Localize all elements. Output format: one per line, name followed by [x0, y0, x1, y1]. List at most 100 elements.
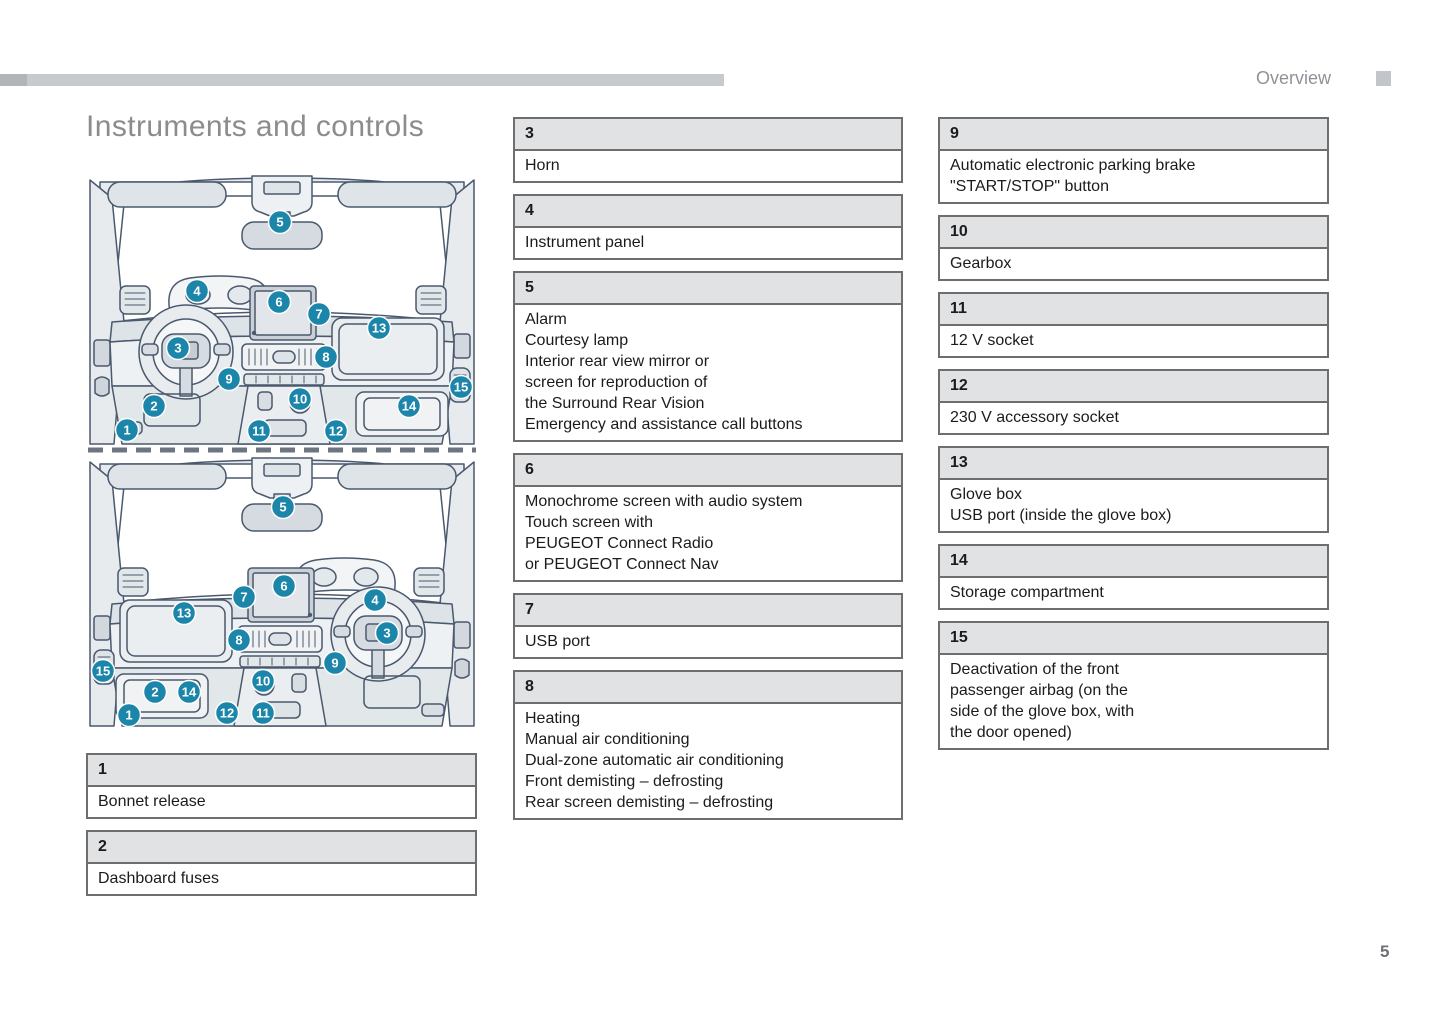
diagram-marker-4: 4 [184, 278, 210, 304]
dashboard-diagram-svg: 1234567891011121314155674313891015214112… [88, 175, 476, 728]
legend-item-line: Dashboard fuses [98, 870, 219, 887]
svg-text:8: 8 [235, 633, 242, 648]
legend-item-description: Horn [513, 151, 903, 183]
legend-item-description: Dashboard fuses [86, 864, 477, 896]
diagram-marker-12: 12 [214, 700, 240, 726]
legend-item-description: Instrument panel [513, 228, 903, 260]
diagram-marker-14: 14 [176, 679, 202, 705]
svg-text:14: 14 [402, 399, 417, 414]
diagram-marker-13: 13 [171, 600, 197, 626]
svg-text:7: 7 [315, 307, 322, 322]
legend-item-number: 11 [938, 292, 1329, 326]
diagram-marker-2: 2 [142, 679, 168, 705]
diagram-marker-8: 8 [226, 627, 252, 653]
legend-table: 7 USB port [513, 593, 903, 659]
legend-item-line: Instrument panel [525, 234, 645, 251]
legend-item-number: 14 [938, 544, 1329, 578]
diagram-marker-1: 1 [114, 417, 140, 443]
legend-item-line: side of the glove box, with [950, 703, 1135, 720]
diagram-marker-9: 9 [216, 366, 242, 392]
legend-table: 14 Storage compartment [938, 544, 1329, 610]
header-accent-bar [0, 74, 724, 86]
svg-text:14: 14 [182, 685, 197, 700]
svg-text:10: 10 [256, 674, 270, 689]
svg-text:9: 9 [331, 656, 338, 671]
svg-text:3: 3 [383, 626, 390, 641]
legend-item-line: screen for reproduction of [525, 374, 708, 391]
legend-item-number: 8 [513, 670, 903, 704]
legend-item-line: Emergency and assistance call buttons [525, 416, 803, 433]
diagram-marker-10: 10 [287, 386, 313, 412]
svg-text:4: 4 [193, 284, 201, 299]
legend-item-number: 13 [938, 446, 1329, 480]
legend-item-line: Manual air conditioning [525, 731, 690, 748]
diagram-marker-15: 15 [90, 658, 116, 684]
legend-item-line: USB port [525, 633, 590, 650]
diagram-marker-3: 3 [165, 335, 191, 361]
diagram-marker-6: 6 [271, 573, 297, 599]
legend-item-line: Dual-zone automatic air conditioning [525, 752, 784, 769]
diagram-marker-11: 11 [250, 700, 276, 726]
svg-text:2: 2 [150, 399, 157, 414]
diagram-marker-7: 7 [231, 584, 257, 610]
svg-text:6: 6 [275, 295, 282, 310]
legend-item-line: Bonnet release [98, 793, 206, 810]
section-label: Overview [1255, 68, 1331, 88]
legend-item-line: Front demisting – defrosting [525, 773, 724, 790]
legend-item-description: 12 V socket [938, 326, 1329, 358]
legend-table: 4 Instrument panel [513, 194, 903, 260]
legend-item-line: or PEUGEOT Connect Nav [525, 556, 719, 573]
legend-item-line: 230 V accessory socket [950, 409, 1119, 426]
header-accent-bar-segment [0, 74, 27, 86]
legend-item-line: Gearbox [950, 255, 1012, 272]
svg-text:1: 1 [125, 708, 132, 723]
legend-item-description: Bonnet release [86, 787, 477, 819]
legend-item-number: 15 [938, 621, 1329, 655]
legend-item-line: Glove box [950, 486, 1023, 503]
legend-item-line: Interior rear view mirror or [525, 353, 710, 370]
legend-column-right: 9 Automatic electronic parking brake"STA… [938, 117, 1329, 761]
svg-text:11: 11 [252, 424, 266, 439]
svg-text:13: 13 [372, 321, 386, 336]
legend-item-line: Monochrome screen with audio system [525, 493, 803, 510]
svg-text:12: 12 [329, 424, 343, 439]
diagram-marker-1: 1 [116, 702, 142, 728]
diagram-marker-5: 5 [270, 494, 296, 520]
diagram-marker-14: 14 [396, 393, 422, 419]
svg-text:1: 1 [123, 423, 130, 438]
svg-text:5: 5 [279, 500, 286, 515]
legend-column-left: 1 Bonnet release 2 Dashboard fuses [86, 753, 477, 907]
legend-item-line: Alarm [525, 311, 567, 328]
legend-item-line: Deactivation of the front [950, 661, 1119, 678]
svg-text:10: 10 [293, 392, 307, 407]
svg-text:8: 8 [322, 350, 329, 365]
legend-item-line: Horn [525, 157, 560, 174]
svg-text:6: 6 [280, 579, 287, 594]
page-title: Instruments and controls [86, 110, 425, 143]
diagram-marker-6: 6 [266, 289, 292, 315]
legend-item-line: Courtesy lamp [525, 332, 629, 349]
legend-item-number: 10 [938, 215, 1329, 249]
diagram-marker-3: 3 [374, 620, 400, 646]
legend-item-description: Storage compartment [938, 578, 1329, 610]
diagram-marker-11: 11 [246, 418, 272, 444]
legend-table: 10 Gearbox [938, 215, 1329, 281]
legend-item-number: 6 [513, 453, 903, 487]
diagram-marker-15: 15 [448, 374, 474, 400]
legend-item-description: USB port [513, 627, 903, 659]
diagram-marker-4: 4 [362, 587, 388, 613]
legend-table: 2 Dashboard fuses [86, 830, 477, 896]
svg-text:13: 13 [177, 606, 191, 621]
legend-item-number: 2 [86, 830, 477, 864]
diagram-marker-5: 5 [267, 209, 293, 235]
